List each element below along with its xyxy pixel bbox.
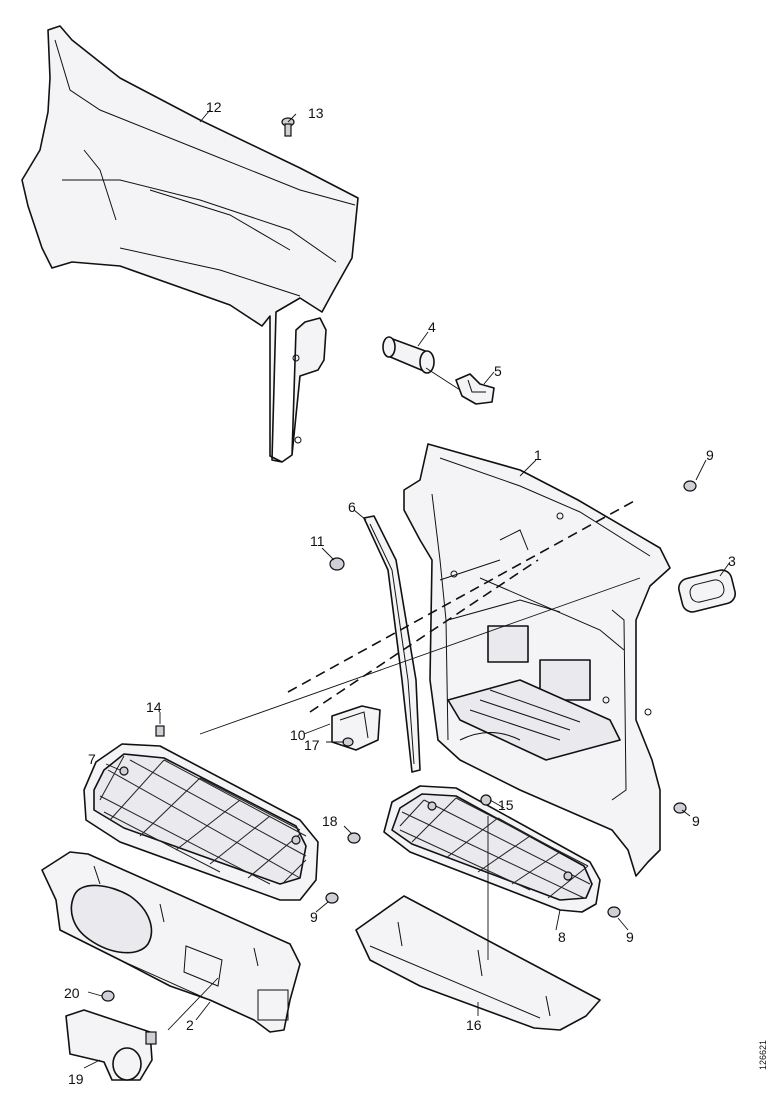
part-4-cylinder bbox=[382, 336, 435, 374]
part-12-upper-panel bbox=[21, 25, 359, 463]
part-3-grommet bbox=[678, 569, 736, 613]
callout-17: 17 bbox=[304, 737, 320, 753]
callout-18a: 18 bbox=[322, 813, 338, 829]
callout-9c: 9 bbox=[310, 909, 318, 925]
callout-9d: 9 bbox=[626, 929, 634, 945]
callout-6: 6 bbox=[348, 499, 356, 515]
callout-5: 5 bbox=[494, 363, 502, 379]
part-2-lower-cover bbox=[41, 851, 301, 1033]
part-6-strip bbox=[363, 515, 421, 773]
part-16-lower-right-cover bbox=[355, 895, 601, 1031]
callout-19: 19 bbox=[68, 1071, 84, 1087]
part-18-nut bbox=[347, 832, 361, 844]
part-9-screw-c bbox=[325, 892, 339, 904]
leader-lines bbox=[83, 109, 731, 1069]
part-17-nut bbox=[342, 737, 354, 747]
callout-3: 3 bbox=[728, 553, 736, 569]
part-19-lower-bracket bbox=[65, 1009, 157, 1081]
part-15-screw bbox=[480, 794, 492, 806]
callout-12: 12 bbox=[206, 99, 222, 115]
callout-20: 20 bbox=[64, 985, 80, 1001]
part-13-screw bbox=[281, 117, 295, 137]
callout-10: 10 bbox=[290, 727, 306, 743]
callout-9b: 9 bbox=[692, 813, 700, 829]
part-20-nut bbox=[101, 990, 115, 1002]
part-1-main-body bbox=[403, 443, 671, 877]
callout-7: 7 bbox=[88, 751, 96, 767]
part-7-left-step bbox=[83, 743, 319, 901]
callout-11: 11 bbox=[310, 533, 325, 549]
figure-id: 126621 bbox=[758, 1040, 768, 1070]
part-10-bracket bbox=[331, 705, 381, 751]
part-9-screw-d bbox=[607, 906, 621, 918]
part-9-screw-a bbox=[683, 480, 697, 492]
part-11-screw bbox=[329, 557, 345, 571]
part-5-clip bbox=[455, 373, 495, 405]
part-14-screw bbox=[155, 725, 165, 737]
callout-2: 2 bbox=[186, 1017, 194, 1033]
callout-15: 15 bbox=[498, 797, 514, 813]
assembly-lines bbox=[167, 367, 641, 1031]
callout-14: 14 bbox=[146, 699, 162, 715]
callout-1: 1 bbox=[534, 447, 542, 463]
part-8-right-step bbox=[383, 785, 601, 913]
callout-8: 8 bbox=[558, 929, 566, 945]
callout-labels: 1 2 3 4 5 6 7 8 9 9 9 9 10 11 12 13 14 1… bbox=[64, 99, 768, 1087]
callout-9a: 9 bbox=[706, 447, 714, 463]
callout-13: 13 bbox=[308, 105, 324, 121]
callout-4: 4 bbox=[428, 319, 436, 335]
callout-16: 16 bbox=[466, 1017, 482, 1033]
